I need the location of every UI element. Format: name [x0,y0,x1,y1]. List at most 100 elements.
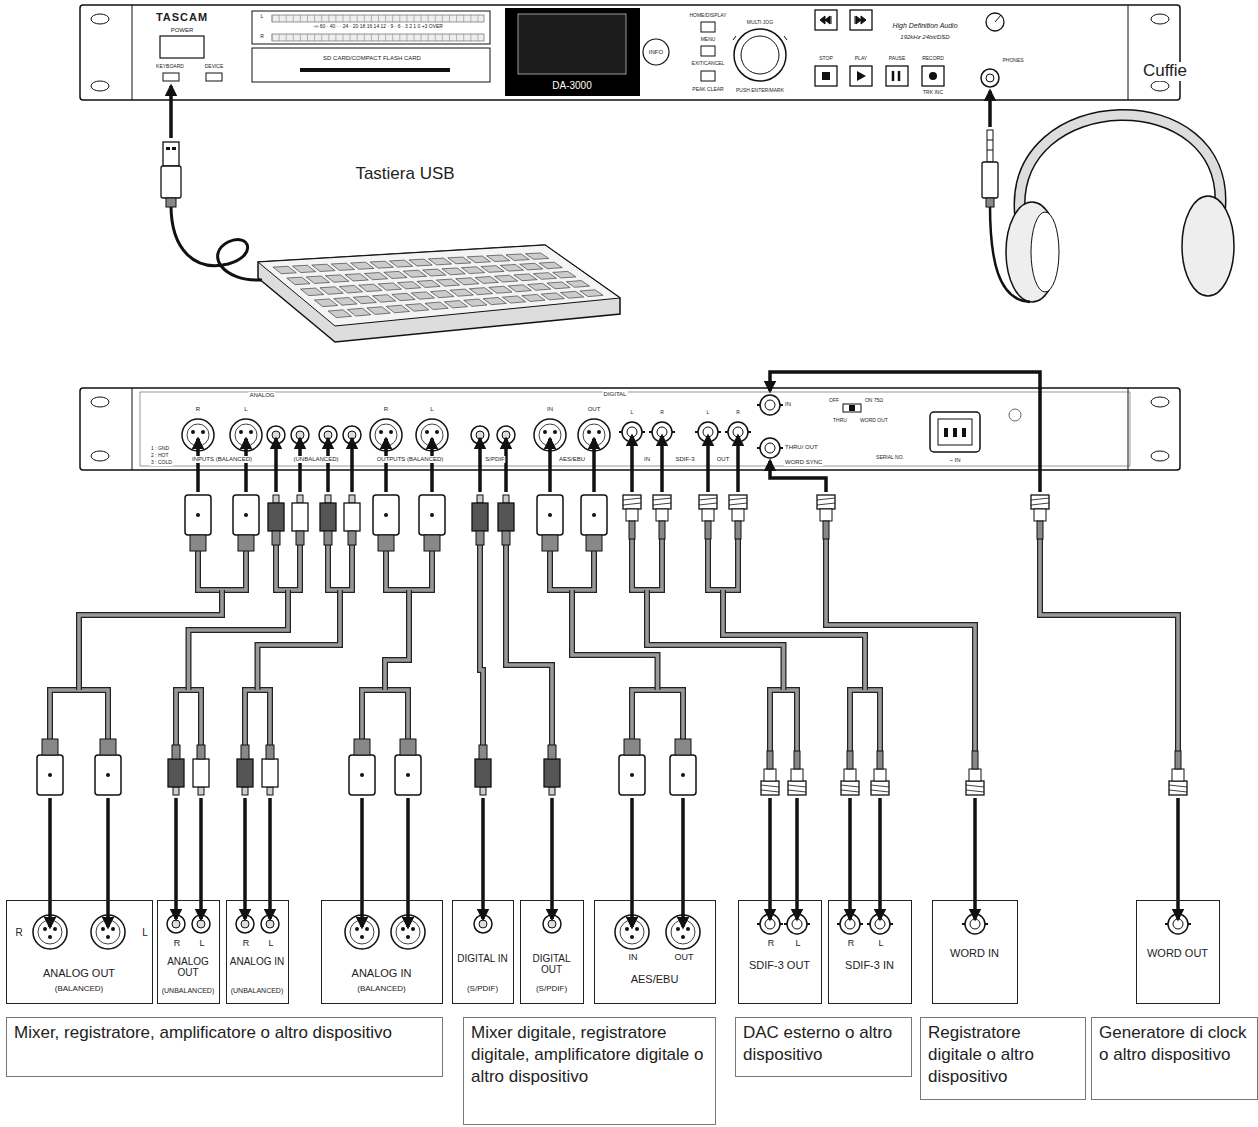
panel-label: IN [546,406,554,413]
key [436,279,459,286]
bnc-connector [760,438,780,458]
key [389,260,412,267]
strain-relief [354,739,370,755]
device-label: Tastiera USB [354,165,455,184]
plug-latch [244,513,248,517]
rack-hole [1151,81,1169,91]
key [483,298,506,305]
key [411,292,434,299]
meter-segment [357,15,358,22]
device-label: DIGITAL IN [455,953,510,964]
bayonet-lines [699,498,717,505]
cable [632,539,662,590]
meter-segment [293,15,294,22]
strain-relief [190,535,206,551]
meter-segment [378,15,379,22]
plug-latch [406,773,410,777]
panel-label: ~ IN [948,457,961,464]
panel-label: STOP [818,56,834,62]
meter-segment [456,15,457,22]
key [392,293,415,300]
device-box: DIGITAL OUT(S/PDIF) [520,900,584,1004]
bnc-plug [653,495,671,539]
xlr-plug [395,739,421,795]
panel-label: DEVICE [204,64,225,70]
meter-segment [385,15,386,22]
key [506,254,529,260]
caption-text: Mixer, registratore, amplificatore o alt… [14,1022,435,1044]
connection-arrow [770,372,1040,492]
cable [198,551,246,590]
panel-label: (UNBALANCED) [292,456,339,463]
plug-body [670,755,696,795]
meter-segment [364,34,365,41]
xlr-pin [106,935,110,939]
panel-label: RECORD [921,56,945,62]
meter-segment [456,34,457,41]
panel-label: THRU/ OUT [784,444,819,451]
key [522,294,545,301]
keyboard-top [258,245,620,326]
plug-tip [198,787,204,795]
meter-segment [371,15,372,22]
panel-label: PAUSE [888,56,907,62]
cable [506,545,552,745]
plug-body [320,503,336,531]
key [487,255,510,262]
rear-recess [140,392,1130,466]
plug-body [966,781,984,795]
meter-segment [428,34,429,41]
strain-relief [823,521,829,539]
key [314,299,337,307]
device-label: ANALOG IN [324,967,439,979]
bnc-plug [966,751,984,795]
plug-body [817,495,835,509]
connection-arrow [681,798,685,927]
ear-pad [1031,212,1059,292]
cable [276,545,300,590]
meter-segment [421,15,422,22]
card-slot [300,68,450,72]
meter-segment [300,15,301,22]
device-label: (UNBALANCED) [229,987,285,995]
xlr-pin [249,430,253,434]
strain-relief [172,745,180,759]
panel-label: 2 : HOT [150,453,170,459]
strain-relief [166,198,176,207]
xlr-plug [537,495,563,551]
meter-segment [463,15,464,22]
key [273,266,296,273]
transport-button [922,66,944,86]
cable [480,545,483,745]
meter-segment [477,34,478,41]
cable [632,690,683,739]
connection-arrow [736,436,740,492]
plug-body [653,495,671,509]
cable [198,551,246,590]
key [448,257,471,264]
plug-body [619,755,645,795]
meter-segment [328,34,329,41]
cable [245,690,270,745]
plug-body [656,509,668,521]
rack-panel [80,5,1180,100]
strain-relief [42,739,58,755]
bnc-lug [867,923,893,925]
cable [328,545,352,590]
rca-connector [548,920,556,928]
device-label: L [199,939,204,949]
plug-latch [681,773,685,777]
strain-relief [502,531,510,545]
bayonet-lines [871,785,889,792]
plug-latch [384,513,388,517]
usb-plug [166,147,170,150]
key [409,259,432,266]
meter-segment [414,15,415,22]
panel-label: PLAY [854,56,868,62]
cable [79,590,222,690]
knob-pointer [995,15,1001,22]
connection-arrow [706,436,710,492]
panel-label: SD CARD/COMPACT FLASH CARD [322,55,422,62]
meter-segment [321,34,322,41]
plug-body [732,509,744,521]
